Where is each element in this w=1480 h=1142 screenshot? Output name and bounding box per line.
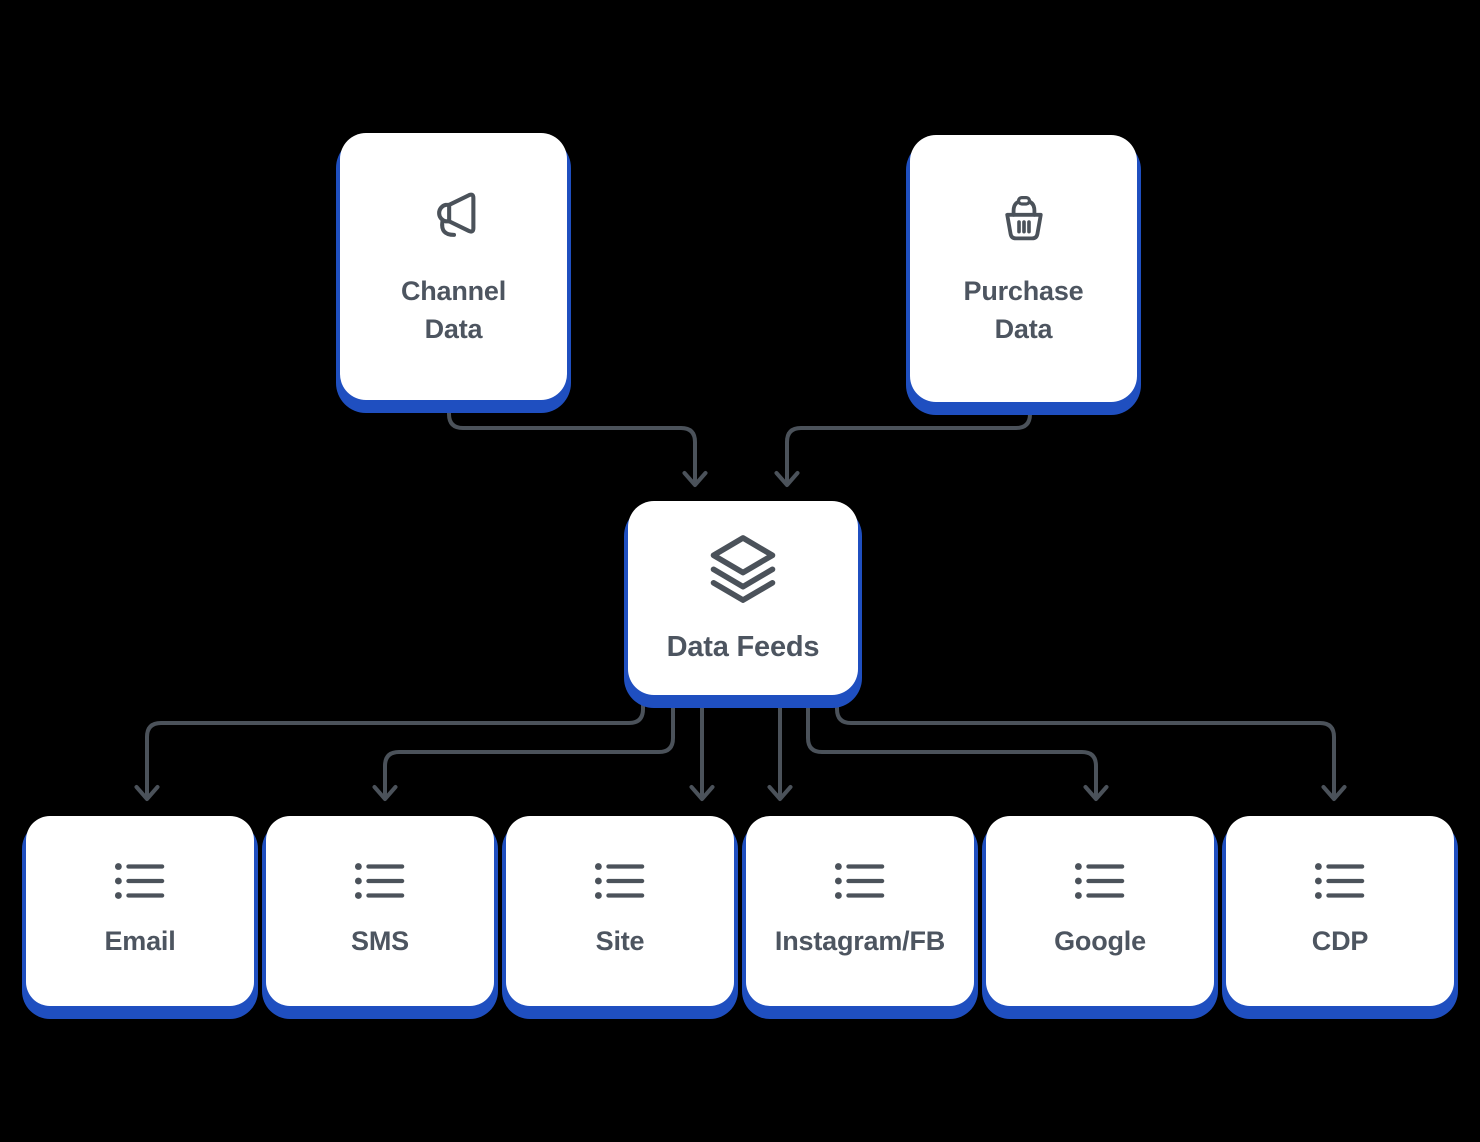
node-label: Email: [104, 926, 176, 957]
edge-feeds-to-sms: [383, 678, 675, 799]
node-label: Google: [1054, 926, 1146, 957]
node-channel-data: Channel Data: [340, 133, 567, 400]
node-label: Channel Data: [400, 276, 507, 344]
arrowhead-icon: [774, 471, 800, 487]
megaphone-icon: [436, 192, 475, 238]
list-icon: [594, 863, 645, 900]
node-label: Site: [595, 926, 645, 957]
node-label: CDP: [1311, 926, 1369, 957]
list-icon: [354, 863, 405, 900]
arrowhead-icon: [134, 785, 160, 801]
node-instagram-fb: Instagram/FB: [746, 816, 974, 1006]
node-label: SMS: [351, 926, 409, 957]
node-sms: SMS: [266, 816, 494, 1006]
edge-feeds-to-cdp: [835, 678, 1336, 799]
arrowhead-icon: [372, 785, 398, 801]
basket-icon: [1004, 196, 1043, 241]
node-data-feeds: Data Feeds: [628, 501, 858, 695]
arrowhead-icon: [689, 785, 715, 801]
layers-icon: [710, 535, 776, 603]
node-label: Data Feeds: [666, 630, 820, 663]
list-icon: [1314, 863, 1365, 900]
arrowhead-icon: [1321, 785, 1347, 801]
node-google: Google: [986, 816, 1214, 1006]
edge-feeds-to-email: [145, 678, 645, 799]
arrowhead-icon: [1083, 785, 1109, 801]
edge-feeds-to-google: [806, 678, 1098, 799]
node-label: Purchase Data: [963, 276, 1084, 344]
list-icon: [834, 863, 885, 900]
edge-channel-to-feeds: [447, 392, 697, 485]
node-site: Site: [506, 816, 734, 1006]
arrowhead-icon: [682, 471, 708, 487]
list-icon: [114, 863, 165, 900]
node-purchase-data: Purchase Data: [910, 135, 1137, 402]
list-icon: [1074, 863, 1125, 900]
node-cdp: CDP: [1226, 816, 1454, 1006]
arrowhead-icon: [767, 785, 793, 801]
edge-purchase-to-feeds: [785, 392, 1032, 485]
node-label: Instagram/FB: [774, 926, 946, 957]
node-email: Email: [26, 816, 254, 1006]
